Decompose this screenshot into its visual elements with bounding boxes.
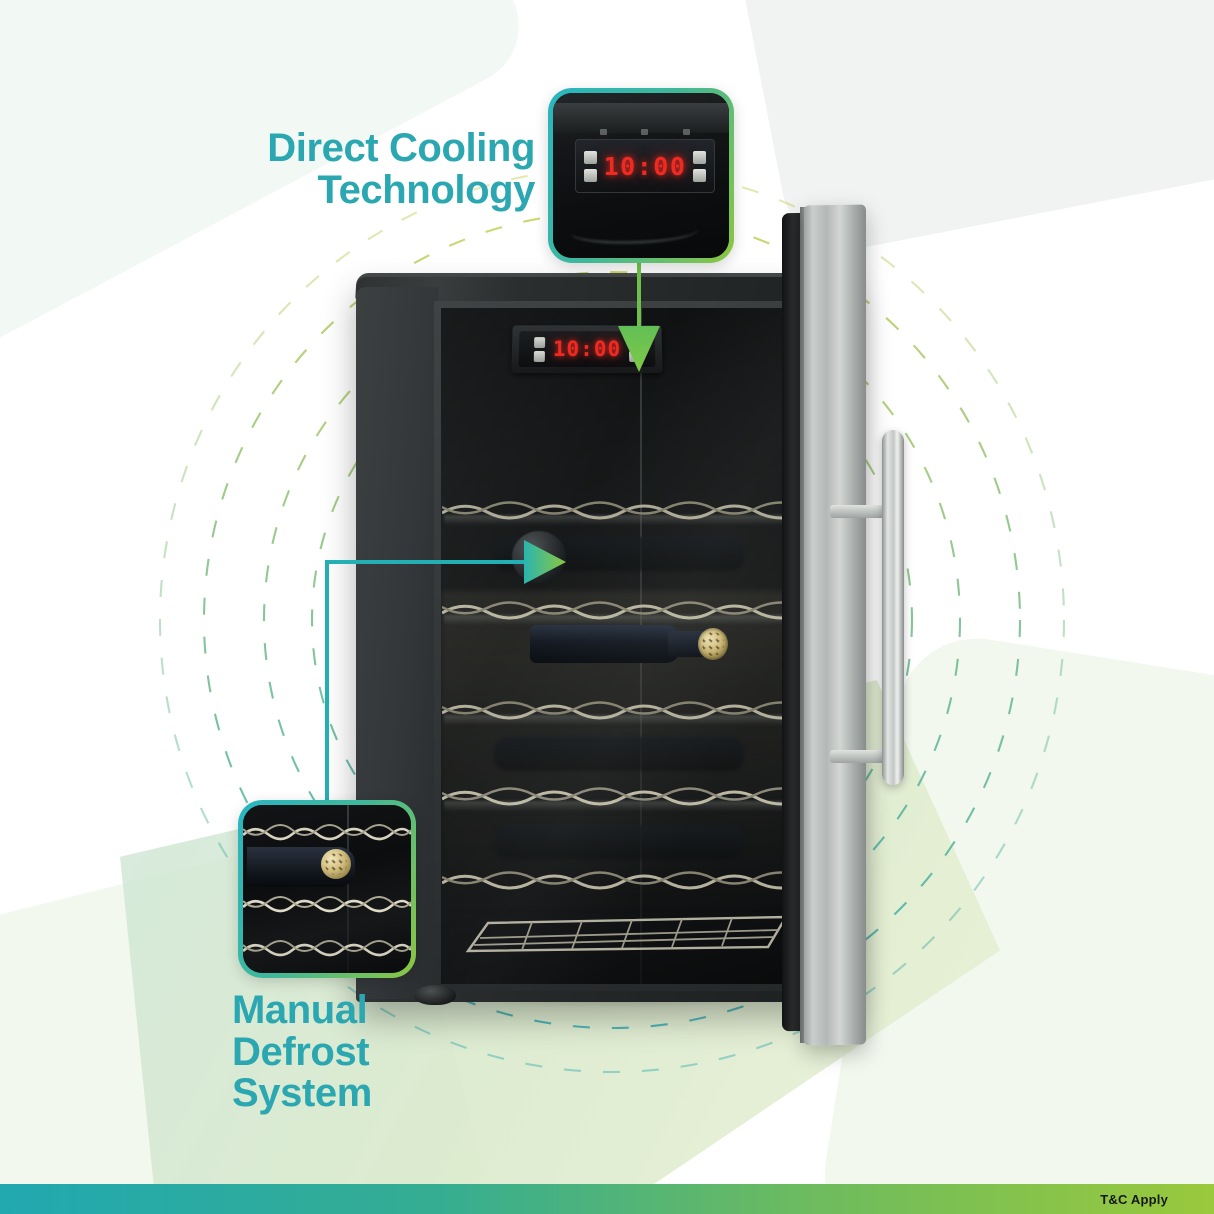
closeup-indicator-icons (583, 127, 707, 137)
feature-label-line-3: System (232, 1071, 372, 1116)
closeup-glass-seam (347, 805, 350, 973)
handle-mount-top (830, 505, 892, 518)
door-handle[interactable] (882, 430, 904, 785)
up-button[interactable] (533, 336, 546, 348)
product-image-wine-cooler: 10:00 (330, 204, 950, 1046)
led-temperature-display: 10:00 (552, 337, 622, 361)
callout-direct-cooling[interactable]: 10:00 (548, 88, 734, 263)
closeup-control-panel: 10:00 (575, 139, 715, 193)
light-icon (682, 129, 690, 135)
feature-label-line-2: Defrost (232, 1029, 370, 1074)
snowflake-icon (600, 129, 608, 135)
callout-photo-wine-rack (243, 805, 411, 973)
control-buttons-left[interactable] (533, 336, 546, 362)
closeup-led-display: 10:00 (603, 151, 687, 181)
down-button[interactable] (533, 350, 545, 362)
closeup-background (243, 805, 411, 973)
light-button[interactable] (693, 150, 707, 164)
set-button[interactable] (629, 350, 641, 362)
handle-mount-bottom (830, 750, 892, 763)
closeup-wire-rack (243, 893, 411, 915)
closeup-buttons-left[interactable] (583, 150, 597, 182)
feature-label-manual-defrost: Manual Defrost System (232, 988, 422, 1116)
cabinet-foot (414, 985, 456, 1005)
closeup-buttons-right[interactable] (693, 150, 707, 182)
closeup-wire-rack (243, 821, 411, 843)
celsius-icon (641, 129, 649, 135)
down-button[interactable] (583, 168, 597, 182)
feature-label-line-1: Direct Cooling (267, 126, 535, 170)
cabinet-interior (434, 301, 816, 991)
set-button[interactable] (693, 168, 707, 182)
closeup-cabinet-band (553, 103, 729, 133)
feature-label-direct-cooling: Direct Cooling Technology (190, 126, 536, 212)
callout-photo-control-panel: 10:00 (553, 93, 729, 258)
feature-label-line-1: Manual (232, 988, 368, 1032)
light-button[interactable] (628, 336, 641, 348)
temperature-control-panel[interactable]: 10:00 (511, 325, 663, 374)
glass-door-reflection (434, 301, 816, 991)
feature-label-line-2: Technology (317, 167, 536, 212)
up-button[interactable] (583, 150, 597, 164)
stainless-steel-door[interactable] (804, 204, 866, 1046)
closeup-wire-rack (243, 937, 411, 959)
closeup-bottle-cap (321, 849, 351, 879)
control-buttons-right[interactable] (628, 336, 641, 362)
control-panel-face: 10:00 (518, 331, 656, 368)
callout-manual-defrost[interactable] (238, 800, 416, 978)
footer-bar: T&C Apply (0, 1184, 1214, 1214)
terms-and-conditions-text: T&C Apply (1100, 1191, 1168, 1207)
closeup-cable (571, 218, 699, 244)
